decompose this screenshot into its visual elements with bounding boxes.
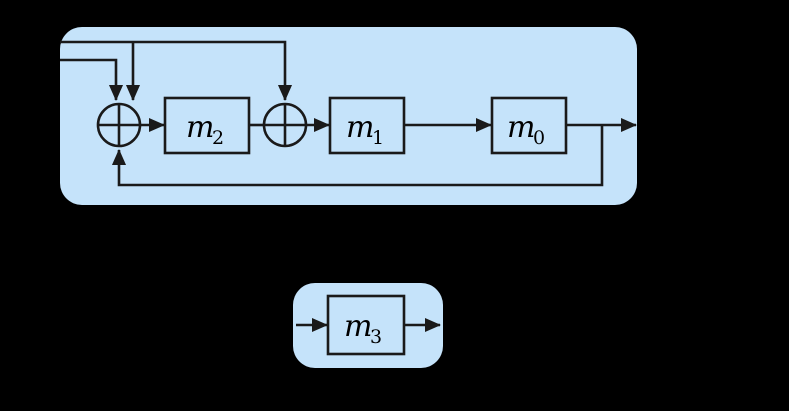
register-subscript-m3: 3 — [370, 326, 382, 348]
register-block-m3[interactable]: m 3 — [326, 294, 406, 356]
register-label-m3: m — [344, 309, 372, 344]
register-block-m0[interactable]: m 0 — [490, 96, 568, 155]
feedback-loop-bottom — [111, 125, 604, 187]
register-label-m0: m — [507, 110, 535, 145]
xor-adder-middle[interactable] — [262, 102, 308, 148]
register-label-m2: m — [186, 110, 214, 145]
register-label-m1: m — [346, 110, 374, 145]
register-subscript-m1: 1 — [372, 127, 384, 149]
secondary-input-to-left-xor — [60, 58, 124, 101]
feedback-tap-to-middle-xor — [60, 40, 293, 101]
register-subscript-m2: 2 — [212, 127, 224, 149]
register-subscript-m0: 0 — [533, 127, 545, 149]
xor-adder-left[interactable] — [96, 102, 142, 148]
register-block-m1[interactable]: m 1 — [328, 96, 406, 155]
register-block-m2[interactable]: m 2 — [163, 96, 251, 155]
